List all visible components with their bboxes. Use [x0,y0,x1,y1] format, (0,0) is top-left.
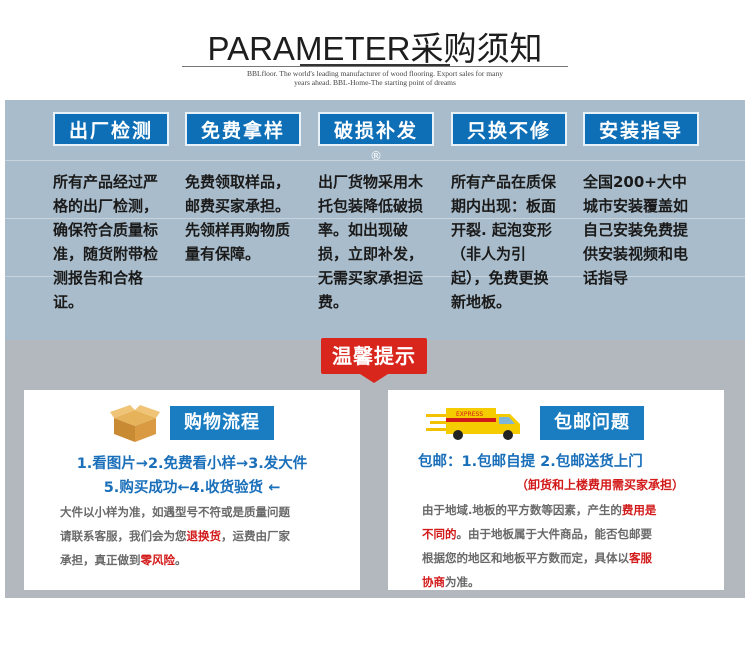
note-line: 根据您的地区和地板平方数而定，具体以客服 [422,546,722,570]
note-line: 不同的。由于地板属于大件商品，能否包邮要 [422,522,722,546]
title-underline-accent [300,64,450,66]
feature-install-guide: 安装指导 全国200+大中城市安装覆盖如自己安装免费提供安装视频和电话指导 [583,112,713,290]
purchase-process-title: 购物流程 [170,406,274,440]
purchase-note: 大件以小样为准，如遇型号不符或是质量问题 请联系客服，我们会为您退换货，运费由厂… [60,500,360,572]
shipping-notice: （卸货和上楼费用需买家承担） [516,478,685,492]
note-line: 协商为准。 [422,570,722,594]
header: PARAMETER采购须知 BBLfloor. The world's lead… [0,0,750,100]
tagline-line-1: BBLfloor. The world's leading manufactur… [247,69,503,78]
delivery-truck-icon: EXPRESS [426,408,520,440]
highlight-different: 不同的 [422,527,457,541]
note-text: ，运费由厂家 [221,529,290,543]
feature-title: 破损补发 [318,112,434,146]
feature-body: 全国200+大中城市安装覆盖如自己安装免费提供安装视频和电话指导 [583,173,689,287]
panel-stripe [5,160,745,161]
registered-mark: ® [370,149,382,163]
highlight-return: 退换货 [186,529,222,543]
feature-factory-inspection: 出厂检测 所有产品经过严格的出厂检测，确保符合质量标准，随货附带检测报告和合格证… [53,112,183,314]
title-underline [182,66,568,67]
note-text: 承担，真正做到 [60,553,141,567]
box-icon [110,405,160,442]
panel-stripe [5,276,745,277]
tagline-line-2: years ahead. BBL-Home-The starting point… [294,78,456,87]
shipping-options: 包邮：1.包邮自提 2.包邮送货上门 [418,454,643,470]
page-title: PARAMETER采购须知 [207,30,543,67]
tips-badge: 温馨提示 [321,338,427,374]
highlight-negotiate: 协商 [422,575,445,589]
shipping-card: EXPRESS 包邮问题 包邮：1.包邮自提 2.包邮送货上门 （卸货和上楼费用… [388,390,724,590]
note-line: 请联系客服，我们会为您退换货，运费由厂家 [60,524,360,548]
highlight-service: 客服 [629,551,652,565]
shipping-title: 包邮问题 [540,406,644,440]
features-panel: 出厂检测 所有产品经过严格的出厂检测，确保符合质量标准，随货附带检测报告和合格证… [5,100,745,340]
feature-replace-only: 只换不修 所有产品在质保期内出现：板面开裂. 起泡变形（非人为引起），免费更换新… [451,112,581,314]
feature-title: 安装指导 [583,112,699,146]
note-line: 由于地域.地板的平方数等因素，产生的费用是 [422,498,722,522]
feature-title: 只换不修 [451,112,567,146]
feature-title: 出厂检测 [53,112,169,146]
note-text: 。 [175,553,187,567]
panel-stripe [5,218,745,219]
highlight-zero-risk: 零风险 [140,553,176,567]
process-steps-line-2: 5.购买成功←4.收货验货 ← [103,480,281,496]
feature-title: 免费拿样 [185,112,301,146]
shipping-note: 由于地域.地板的平方数等因素，产生的费用是 不同的。由于地板属于大件商品，能否包… [422,498,722,594]
purchase-process-card: 购物流程 1.看图片→2.免费看小样→3.发大件 5.购买成功←4.收货验货 ←… [24,390,360,590]
note-line: 大件以小样为准，如遇型号不符或是质量问题 [60,505,290,519]
feature-body: 所有产品在质保期内出现：板面开裂. 起泡变形（非人为引起），免费更换新地板。 [451,173,557,311]
feature-body: 出厂货物采用木托包装降低破损率。如出现破损，立即补发，无需买家承担运费。 [318,173,424,311]
note-text: 。由于地板属于大件商品，能否包邮要 [456,527,653,541]
bottom-margin [0,598,750,647]
note-text: 为准。 [445,575,480,589]
feature-body: 免费领取样品，邮费买家承担。先领样再购物质量有保障。 [185,173,291,263]
note-line: 承担，真正做到零风险。 [60,548,360,572]
note-text: 根据您的地区和地板平方数而定，具体以 [422,551,629,565]
note-text: 请联系客服，我们会为您 [60,529,187,543]
truck-label: EXPRESS [456,411,483,418]
feature-damage-reissue: 破损补发 ® 出厂货物采用木托包装降低破损率。如出现破损，立即补发，无需买家承担… [318,112,448,314]
feature-body: 所有产品经过严格的出厂检测，确保符合质量标准，随货附带检测报告和合格证。 [53,173,159,311]
feature-free-sample: 免费拿样 免费领取样品，邮费买家承担。先领样再购物质量有保障。 [185,112,315,266]
tips-badge-pointer [360,374,388,383]
process-steps-line-1: 1.看图片→2.免费看小样→3.发大件 [76,456,308,472]
tagline: BBLfloor. The world's leading manufactur… [0,69,750,87]
note-text: 由于地域.地板的平方数等因素，产生的 [422,503,622,517]
highlight-cost: 费用是 [621,503,657,517]
